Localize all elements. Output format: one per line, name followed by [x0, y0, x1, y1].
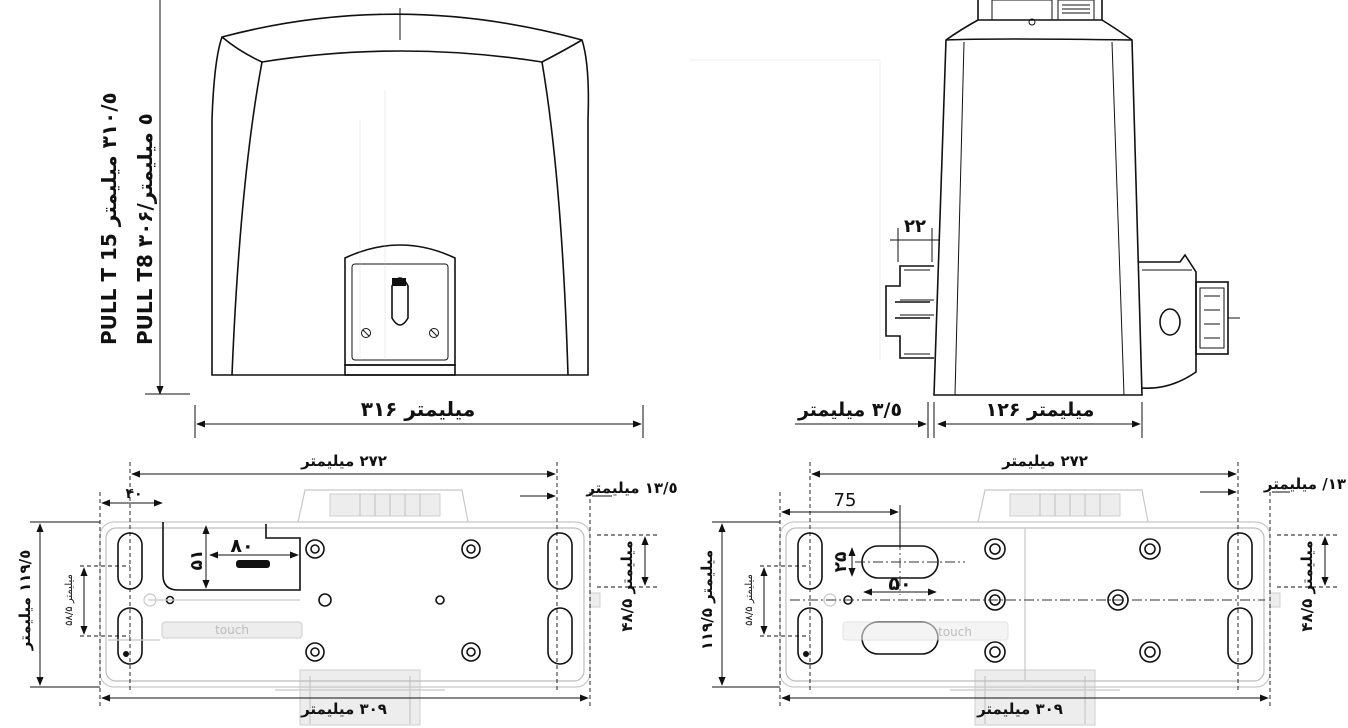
- width-label: ٣١۶ میلیمتر: [361, 397, 475, 421]
- cutout-height-label-left: ۵١: [187, 550, 207, 571]
- plate-cutout-left: [162, 522, 301, 591]
- slot-span-label-right: ۵٨/۵ میلیمتر: [744, 574, 755, 626]
- mounting-holes-right: [803, 538, 1161, 663]
- base-plate-right: touch ٢٧٢ میلیمتر ١: [698, 452, 1346, 726]
- body-width-label: ١٢۶ میلیمتر: [986, 399, 1095, 421]
- right-offset-label-right: ١٣/ میلیمتر: [1263, 475, 1346, 493]
- top-span-label-left: ٢٧٢ میلیمتر: [300, 452, 387, 470]
- slot-height-label-right: ٢۵: [831, 552, 851, 573]
- watermark: [359, 59, 881, 360]
- offset-label-22: ٢٢: [904, 216, 926, 237]
- height-label-t15: PULL T 15 ٣١٠/٥ میلیمتر: [97, 92, 121, 345]
- hole-offset-label-right: 75: [834, 490, 857, 511]
- bottom-span-label-right: ٣٠٩ میلیمتر: [976, 700, 1063, 718]
- bottom-span-label-left: ٣٠٩ میلیمتر: [300, 700, 387, 718]
- ghost-motor-left: [275, 489, 601, 726]
- slot-right-top: [547, 532, 573, 590]
- lock-housing: [344, 244, 456, 376]
- overall-height-label-right: ١١٩/۵ میلیمتر: [698, 550, 716, 651]
- side-view: ٢٢ ٣/٥ میلیمتر ١٢۶ میلیمتر: [795, 0, 1240, 438]
- right-offset-label-left: ١٣/٥ میلیمتر: [585, 479, 677, 497]
- cutout-width-label-left: ٨٠: [230, 535, 253, 557]
- base-plate-left: touch ٢٧٢ میلیمتر ١٣/٥ میلیمتر ۴٠ ٨٠ ۵١ …: [16, 452, 678, 726]
- slot-right-bottom: [547, 607, 573, 665]
- left-gear-knob: [885, 265, 934, 359]
- hole-offset-label-left: ۴٠: [125, 486, 142, 502]
- height-label-t8: PULL T8 ٣٠۶/٥ میلیمتر: [133, 113, 157, 345]
- right-motor-cap: [1138, 253, 1240, 389]
- front-view: PULL T 15 ٣١٠/٥ میلیمتر PULL T8 ٣٠۶/٥ می…: [97, 0, 644, 438]
- slot-width-label-right: ۵٠: [888, 573, 911, 595]
- slot-span-label-left: ۵٨/۵ میلیمتر: [64, 574, 75, 626]
- brand-text-right: touch: [938, 625, 972, 639]
- ghost-motor-right: [950, 489, 1281, 726]
- right-height-label-left: ۴٨/۵ میلیمتر: [618, 540, 636, 631]
- overall-height-label-left: ١١٩/٥ میلیمتر: [16, 550, 34, 652]
- left-width-label: ٣/٥ میلیمتر: [797, 399, 902, 421]
- top-span-label-right: ٢٧٢ میلیمتر: [1001, 452, 1088, 470]
- right-height-label-right: ۴٨/۵ میلیمتر: [1298, 540, 1316, 631]
- brand-text-left: touch: [215, 623, 249, 637]
